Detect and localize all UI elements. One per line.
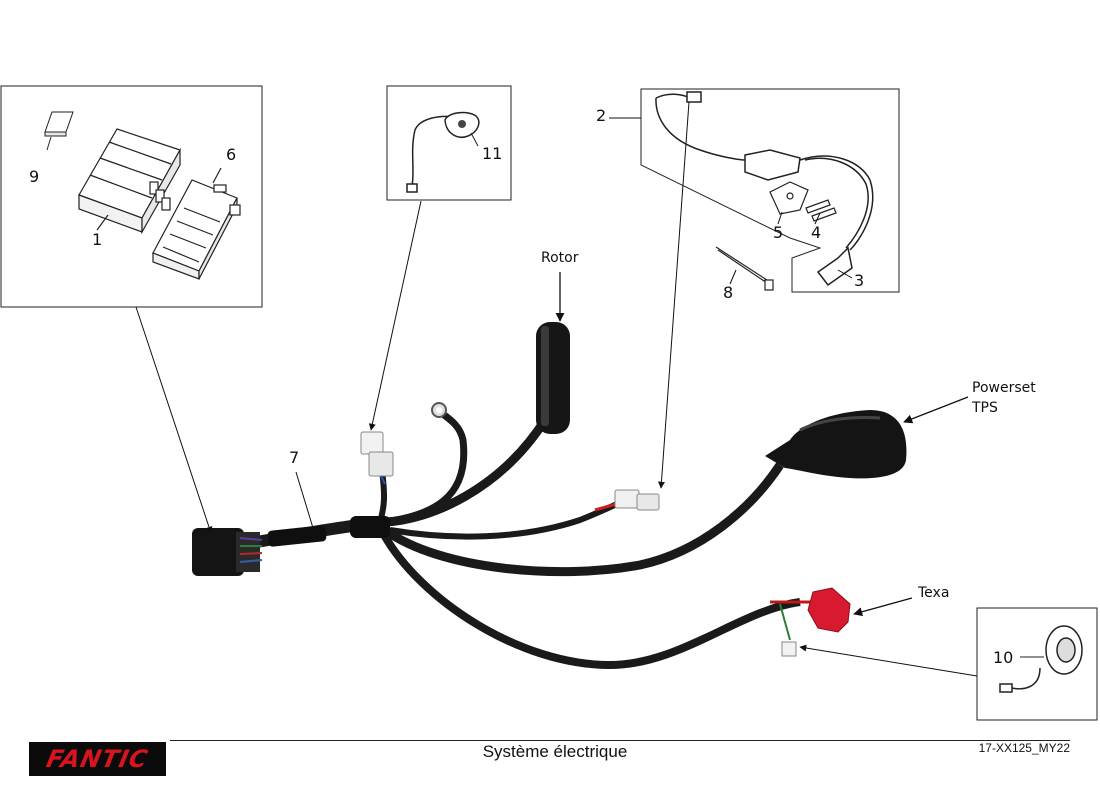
leader-10-to-connector — [799, 644, 978, 677]
leader-5 — [777, 211, 783, 225]
callout-9: 9 — [29, 167, 39, 186]
leader-3 — [837, 269, 853, 279]
connector-ignition-2 — [594, 489, 660, 512]
footer-title: Système électrique — [482, 742, 628, 761]
callout-10: 10 — [993, 648, 1013, 667]
part-5-bracket — [769, 181, 809, 215]
ground-ring-terminal — [431, 402, 447, 418]
part-10-sensor — [999, 625, 1083, 693]
callout-7: 7 — [289, 448, 299, 467]
callout-2: 2 — [596, 106, 606, 125]
leader-4 — [814, 212, 821, 225]
callout-1: 1 — [92, 230, 102, 249]
footer-divider — [170, 740, 1070, 741]
leader-1-to-connector — [135, 306, 213, 534]
callout-3: 3 — [854, 271, 864, 290]
texa-red-connector — [770, 587, 851, 657]
leader-11-to-connector — [368, 200, 422, 431]
brand-logo-text: FANTIC — [44, 745, 151, 773]
rotor-boot — [536, 322, 570, 434]
callout-8: 8 — [723, 283, 733, 302]
callout-11: 11 — [482, 144, 502, 163]
part-2-ignition-coil — [655, 91, 874, 287]
callout-4: 4 — [811, 223, 821, 242]
part-4-bolts — [805, 199, 837, 222]
powerset-tps-boot — [765, 410, 907, 479]
part-6-bracket — [152, 167, 241, 280]
leader-2-to-connector — [657, 101, 690, 489]
callout-5: 5 — [773, 223, 783, 242]
inset-box-ignition-coil — [640, 88, 900, 293]
part-11-sensor — [406, 111, 480, 193]
main-wiring-harness — [234, 409, 801, 670]
leader-8 — [729, 269, 737, 285]
leader-powerset — [903, 396, 969, 424]
callout-6: 6 — [226, 145, 236, 164]
label-powerset: Powerset — [972, 380, 1036, 396]
inset-box-sensor-10 — [976, 607, 1098, 721]
label-texa: Texa — [917, 585, 949, 601]
inset-box-sensor-11 — [386, 85, 512, 201]
brand-logo: FANTIC — [29, 742, 166, 776]
part-8-cable-tie — [715, 246, 774, 291]
part-9-pad — [44, 111, 74, 151]
label-tps: TPS — [971, 400, 998, 416]
leader-7 — [295, 471, 314, 529]
footer-model-code: 17-XX125_MY22 — [978, 741, 1070, 755]
connector-sensor-11 — [360, 431, 394, 485]
leader-texa — [853, 597, 913, 617]
harness-main-connector — [192, 528, 263, 576]
label-rotor: Rotor — [541, 250, 579, 266]
inset-box-cdi — [0, 85, 263, 308]
part-1-cdi-unit — [78, 128, 181, 235]
